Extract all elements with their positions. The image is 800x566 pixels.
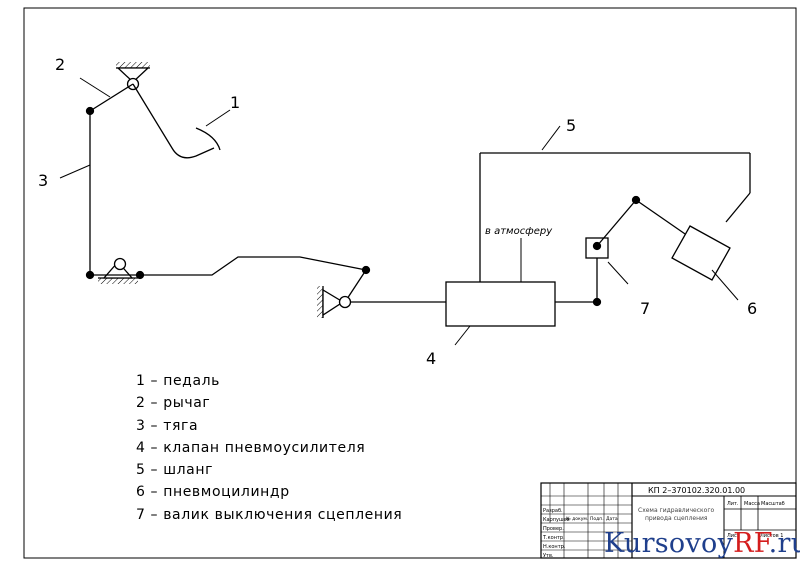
title-block-mass: Масса	[744, 501, 760, 507]
label-6: 6	[747, 299, 757, 318]
clutch-release-shaft	[585, 195, 689, 285]
pedal	[116, 62, 231, 159]
hose-leader-line	[541, 125, 561, 151]
legend-item-5: 5 – шланг	[136, 462, 214, 479]
pneumatic-booster-valve	[445, 152, 751, 346]
title-block-col-doc: № докум.	[566, 516, 588, 522]
legend-item-6: 6 – пневмоцилиндр	[136, 484, 290, 501]
title-block-name-1: Схема гидравлического	[638, 507, 714, 514]
watermark-rf: RF	[733, 528, 769, 559]
label-4: 4	[426, 349, 436, 368]
lever-and-rod	[59, 77, 134, 275]
title-block-sheet: Лист	[727, 533, 740, 539]
title-block-sheets: Листов 1	[760, 533, 783, 539]
watermark-left: Kursovoy	[604, 528, 734, 559]
title-block-row3: Т.контр.	[542, 535, 565, 541]
label-3: 3	[38, 171, 48, 190]
title-block-row1: Разраб.	[543, 508, 563, 514]
title-block-code: КП 2–370102.320.01.00	[648, 486, 745, 495]
lower-linkage	[85, 256, 446, 318]
legend-item-7: 7 – валик выключения сцепления	[136, 506, 403, 523]
pneumatic-cylinder	[671, 225, 739, 301]
site-watermark: KursovoyRF.ru	[604, 528, 800, 559]
label-1: 1	[230, 93, 240, 112]
atmosphere-note: в атмосферу	[485, 226, 553, 237]
legend-item-1: 1 – педаль	[136, 373, 221, 389]
label-5: 5	[566, 116, 576, 135]
legend-item-4: 4 – клапан пневмоусилителя	[136, 439, 366, 456]
legend-item-3: 3 – тяга	[136, 417, 199, 434]
watermark-right: .ru	[768, 528, 800, 559]
title-block-col-sign: Подп.	[590, 516, 604, 522]
title-block-name-2: привода сцепления	[645, 515, 708, 522]
title-block-scale: Масштаб	[761, 501, 785, 507]
title-block-col-date: Дата	[606, 516, 618, 522]
title-block-row4: Н.контр.	[543, 544, 566, 550]
title-block-row5: Утв.	[543, 553, 554, 559]
title-block	[540, 482, 797, 559]
title-block-lit: Лит.	[727, 501, 739, 507]
label-7: 7	[640, 299, 650, 318]
title-block-row1-name: Карпушев	[543, 517, 570, 523]
label-2: 2	[55, 55, 65, 74]
legend-item-2: 2 – рычаг	[136, 395, 211, 412]
parts-legend: 1 – педаль 2 – рычаг 3 – тяга 4 – клапан…	[136, 370, 402, 526]
title-block-row2: Провер.	[543, 526, 564, 532]
drawing-frame	[23, 7, 797, 559]
